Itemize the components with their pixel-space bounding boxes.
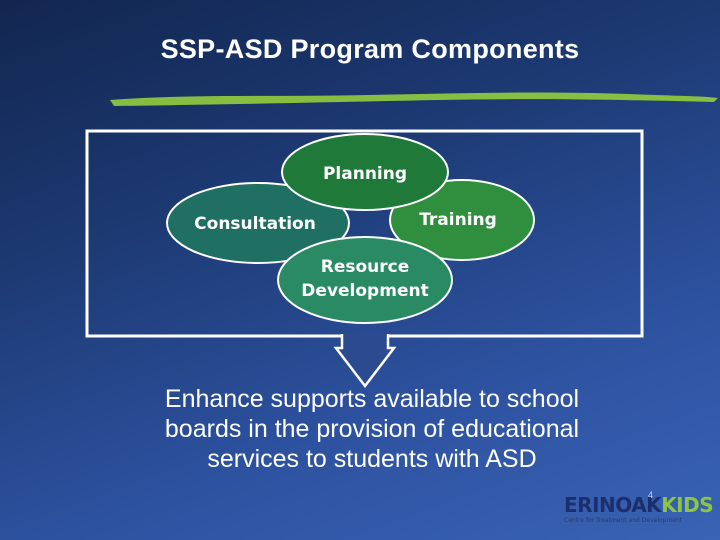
- logo-tagline: Centre for Treatment and Development: [564, 517, 683, 524]
- logo-main-text: ERINOAK: [564, 493, 662, 517]
- resource-development-label-line2: Development: [301, 281, 429, 301]
- down-arrow-icon: [333, 334, 397, 389]
- logo-wordmark: ERINOAKKIDS: [564, 493, 714, 517]
- resource-development-label: Resource Development: [285, 255, 445, 303]
- planning-label: Planning: [322, 164, 408, 184]
- training-ellipse: [389, 179, 535, 261]
- title-underline: [110, 92, 718, 106]
- consultation-label: Consultation: [194, 214, 316, 234]
- page-number: 4: [648, 490, 654, 500]
- summary-text: Enhance supports available to school boa…: [164, 385, 580, 473]
- resource-development-label-line1: Resource: [320, 257, 410, 277]
- consultation-ellipse: [166, 182, 350, 264]
- training-label: Training: [419, 210, 497, 230]
- resource-development-ellipse: [277, 236, 453, 324]
- erinoak-kids-logo: ERINOAKKIDS Centre for Treatment and Dev…: [560, 490, 714, 530]
- planning-ellipse: [281, 133, 449, 211]
- logo-accent-text: KIDS: [661, 493, 714, 517]
- slide-title: SSP-ASD Program Components: [160, 34, 580, 64]
